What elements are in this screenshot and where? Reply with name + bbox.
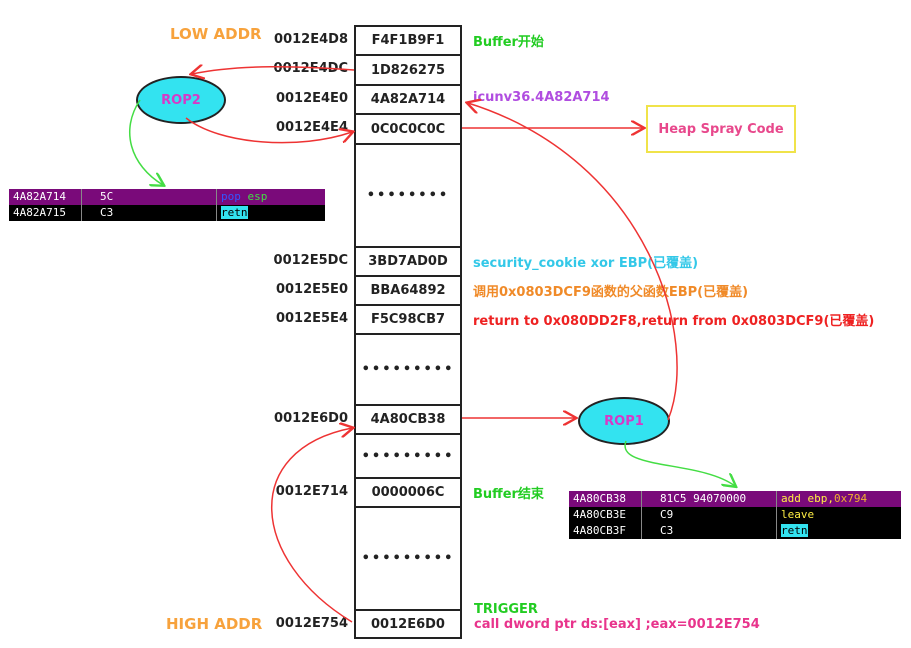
arrow-to-rop2 [192, 67, 355, 74]
stack-annotation: icunv36.4A82A714 [473, 89, 610, 105]
asm-mnemonic: leave [781, 508, 815, 521]
asm-mnemonic: retn [781, 524, 808, 537]
asm-bytes: C3 [642, 523, 777, 539]
asm-mnemonic: pop [221, 190, 241, 203]
heap-spray-box: Heap Spray Code [646, 105, 796, 153]
asm-address: 4A80CB3E [569, 507, 642, 523]
rop2-label: ROP2 [161, 92, 201, 108]
stack-address: 0012E4DC [273, 61, 348, 76]
asm-bytes: 5C [82, 189, 217, 205]
stack-cell: ••••••••• [354, 333, 462, 404]
arrow-rop2-asm [128, 99, 163, 185]
stack-cell: 3BD7AD0D [354, 246, 462, 275]
asm-mnemonic: add ebp, [781, 492, 834, 505]
asm-operand: 0x794 [833, 492, 868, 505]
arrow-rop1-asm [624, 440, 735, 486]
asm-instruction: retn [777, 523, 808, 539]
trigger-label: TRIGGER [474, 602, 538, 617]
asm-address: 4A80CB38 [569, 491, 642, 507]
stack-cell: BBA64892 [354, 275, 462, 304]
stack-address: 0012E6D0 [274, 410, 348, 426]
stack-annotation: Buffer开始 [473, 34, 544, 50]
asm-address: 4A80CB3F [569, 523, 642, 539]
rop1-label: ROP1 [604, 413, 644, 429]
asm-bytes: C9 [642, 507, 777, 523]
stack-cell: 0012E6D0 [354, 609, 462, 639]
stack-cell: 4A82A714 [354, 84, 462, 113]
asm-bytes: 81C5 94070000 [642, 491, 777, 507]
asm-instruction: retn [217, 205, 248, 221]
asm-instruction: leave [777, 507, 814, 523]
arrow-rop2-to-e4 [185, 117, 352, 144]
asm-address: 4A82A715 [9, 205, 82, 221]
arrow-trigger [271, 428, 352, 623]
stack-cell: 0C0C0C0C [354, 113, 462, 143]
rop1-ellipse: ROP1 [578, 397, 670, 445]
stack-cell: F5C98CB7 [354, 304, 462, 333]
low-addr-label: LOW ADDR [170, 25, 262, 43]
stack-address: 0012E4D8 [274, 31, 348, 47]
stack-annotation: 调用0x0803DCF9函数的父函数EBP(已覆盖) [473, 284, 749, 300]
stack-address: 0012E5DC [273, 252, 348, 268]
high-addr-label: HIGH ADDR [166, 615, 263, 633]
trigger-instruction: call dword ptr ds:[eax] ;eax=0012E754 [474, 617, 760, 632]
heap-spray-label: Heap Spray Code [658, 121, 784, 137]
stack-annotation: security_cookie xor EBP(已覆盖) [473, 255, 699, 271]
stack-cell: 0000006C [354, 477, 462, 506]
stack-cell: F4F1B9F1 [354, 25, 462, 54]
stack-cell: •••••••• [354, 143, 462, 246]
stack-cell: 1D826275 [354, 54, 462, 84]
asm-instruction: add ebp,0x794 [777, 491, 867, 507]
asm-instruction: pop esp [217, 189, 267, 205]
arrow-rop1-to-icunv [468, 103, 678, 421]
stack-cell: ••••••••• [354, 506, 462, 609]
stack-annotation: return to 0x080DD2F8,return from 0x0803D… [473, 313, 875, 329]
asm-operand: esp [240, 190, 268, 203]
asm-address: 4A82A714 [9, 189, 82, 205]
stack-address: 0012E754 [275, 616, 348, 631]
asm-bytes: C3 [82, 205, 217, 221]
stack-address: 0012E4E4 [275, 120, 348, 135]
asm-mnemonic: retn [221, 206, 248, 219]
rop2-ellipse: ROP2 [136, 76, 226, 124]
stack-address: 0012E4E0 [275, 90, 348, 106]
stack-address: 0012E5E4 [275, 310, 348, 326]
stack-address: 0012E5E0 [275, 281, 348, 297]
stack-annotation: Buffer结束 [473, 486, 544, 502]
stack-cell: 4A80CB38 [354, 404, 462, 433]
stack-cell: ••••••••• [354, 433, 462, 477]
stack-address: 0012E714 [275, 483, 348, 499]
